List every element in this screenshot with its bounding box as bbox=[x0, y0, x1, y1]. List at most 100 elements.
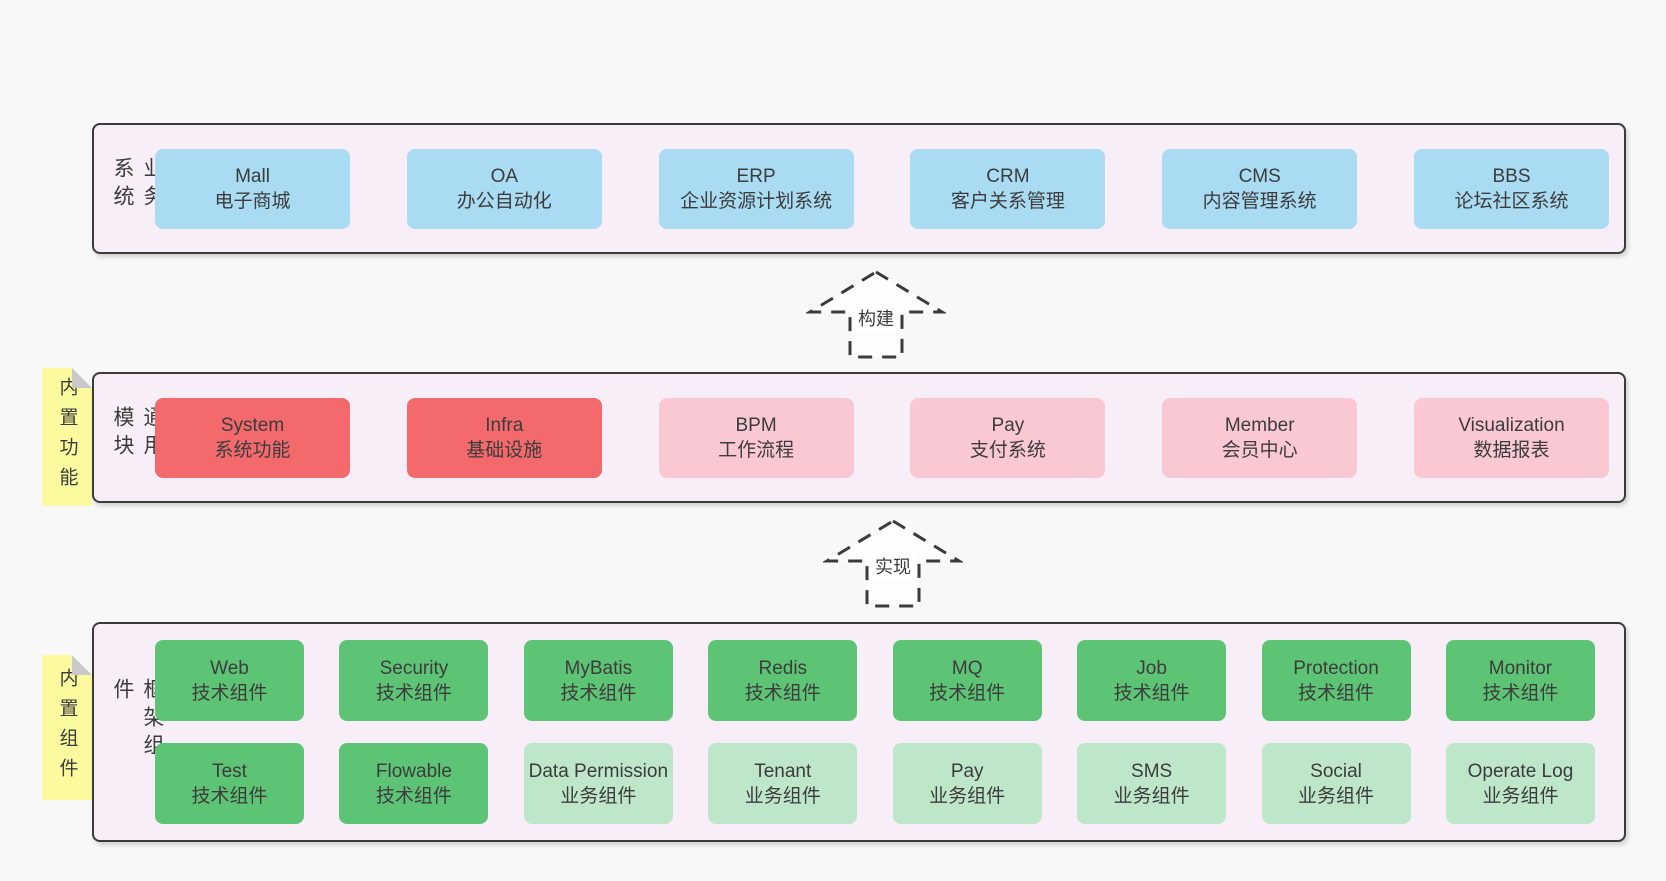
box-desc: 支付系统 bbox=[969, 439, 1046, 461]
sticky-text: 内置组件 bbox=[56, 667, 78, 788]
box-sms: SMS 业务组件 bbox=[1077, 743, 1227, 824]
box-flowable: Flowable 技术组件 bbox=[339, 743, 489, 824]
folded-corner-icon bbox=[72, 655, 92, 675]
box-name: OA bbox=[490, 165, 519, 187]
box-name: Job bbox=[1136, 657, 1167, 679]
box-name: Flowable bbox=[375, 760, 452, 782]
box-name: Operate Log bbox=[1467, 760, 1574, 782]
box-desc: 业务组件 bbox=[1482, 785, 1559, 807]
box-mall: Mall 电子商城 bbox=[155, 148, 350, 229]
box-desc: 办公自动化 bbox=[456, 190, 552, 212]
box-desc: 数据报表 bbox=[1473, 439, 1550, 461]
box-job: Job 技术组件 bbox=[1077, 640, 1227, 721]
box-desc: 业务组件 bbox=[744, 785, 821, 807]
box-desc: 业务组件 bbox=[560, 785, 637, 807]
arrow-implement: 实现 bbox=[823, 516, 963, 610]
box-bbs: BBS 论坛社区系统 bbox=[1413, 148, 1609, 229]
box-security: Security 技术组件 bbox=[339, 640, 489, 721]
box-name: Social bbox=[1310, 760, 1362, 782]
box-desc: 技术组件 bbox=[929, 682, 1006, 704]
box-name: Member bbox=[1224, 414, 1295, 436]
box-desc: 业务组件 bbox=[1298, 785, 1375, 807]
box-name: BBS bbox=[1492, 165, 1531, 187]
sticky-note-builtin-functions: 内置功能 bbox=[42, 368, 92, 506]
box-desc: 技术组件 bbox=[375, 682, 452, 704]
sticky-note-builtin-components: 内置组件 bbox=[42, 655, 92, 800]
box-desc: 技术组件 bbox=[1298, 682, 1375, 704]
box-cms: CMS 内容管理系统 bbox=[1162, 148, 1358, 229]
box-infra: Infra 基础设施 bbox=[406, 397, 602, 478]
box-desc: 工作流程 bbox=[718, 439, 795, 461]
box-oa: OA 办公自动化 bbox=[406, 148, 602, 229]
box-name: CMS bbox=[1238, 165, 1281, 187]
box-name: Test bbox=[212, 760, 247, 782]
box-desc: 内容管理系统 bbox=[1202, 190, 1317, 212]
box-desc: 电子商城 bbox=[214, 190, 291, 212]
box-desc: 技术组件 bbox=[560, 682, 637, 704]
box-desc: 技术组件 bbox=[1482, 682, 1559, 704]
box-name: MQ bbox=[951, 657, 983, 679]
box-pay: Pay 支付系统 bbox=[910, 397, 1106, 478]
box-desc: 技术组件 bbox=[1113, 682, 1190, 704]
arrow-label: 实现 bbox=[871, 552, 915, 580]
box-social: Social 业务组件 bbox=[1261, 743, 1411, 824]
box-name: Redis bbox=[758, 657, 808, 679]
box-name: Infra bbox=[485, 414, 524, 436]
box-mq: MQ 技术组件 bbox=[892, 640, 1042, 721]
box-desc: 基础设施 bbox=[466, 439, 543, 461]
box-name: Pay bbox=[950, 760, 984, 782]
box-redis: Redis 技术组件 bbox=[708, 640, 858, 721]
box-desc: 技术组件 bbox=[375, 785, 452, 807]
box-name: Visualization bbox=[1458, 414, 1565, 436]
box-visualization: Visualization 数据报表 bbox=[1413, 397, 1609, 478]
box-web: Web 技术组件 bbox=[155, 640, 304, 721]
folded-corner-icon bbox=[72, 368, 92, 388]
box-name: Tenant bbox=[754, 760, 812, 782]
box-desc: 业务组件 bbox=[929, 785, 1006, 807]
box-name: BPM bbox=[735, 414, 777, 436]
box-desc: 会员中心 bbox=[1221, 439, 1298, 461]
box-data-permission: Data Permission 业务组件 bbox=[523, 743, 673, 824]
box-name: Web bbox=[210, 657, 249, 679]
box-desc: 系统功能 bbox=[214, 439, 291, 461]
box-monitor: Monitor 技术组件 bbox=[1445, 640, 1595, 721]
box-pay: Pay 业务组件 bbox=[892, 743, 1042, 824]
box-name: Security bbox=[379, 657, 449, 679]
box-desc: 企业资源计划系统 bbox=[680, 190, 833, 212]
box-name: Data Permission bbox=[528, 760, 669, 782]
box-member: Member 会员中心 bbox=[1162, 397, 1358, 478]
box-name: Monitor bbox=[1488, 657, 1553, 679]
box-desc: 业务组件 bbox=[1113, 785, 1190, 807]
box-desc: 技术组件 bbox=[744, 682, 821, 704]
arrow-build: 构建 bbox=[806, 268, 946, 360]
box-operate-log: Operate Log 业务组件 bbox=[1445, 743, 1595, 824]
box-erp: ERP 企业资源计划系统 bbox=[658, 148, 854, 229]
box-test: Test 技术组件 bbox=[155, 743, 304, 824]
box-bpm: BPM 工作流程 bbox=[658, 397, 854, 478]
box-name: SMS bbox=[1131, 760, 1173, 782]
box-name: ERP bbox=[736, 165, 776, 187]
box-desc: 技术组件 bbox=[191, 682, 268, 704]
box-name: Pay bbox=[991, 414, 1025, 436]
arrow-label: 构建 bbox=[854, 304, 898, 332]
box-tenant: Tenant 业务组件 bbox=[708, 743, 858, 824]
box-desc: 论坛社区系统 bbox=[1454, 190, 1569, 212]
box-name: Mall bbox=[235, 165, 270, 187]
box-desc: 技术组件 bbox=[191, 785, 268, 807]
sticky-text: 内置功能 bbox=[56, 377, 78, 497]
